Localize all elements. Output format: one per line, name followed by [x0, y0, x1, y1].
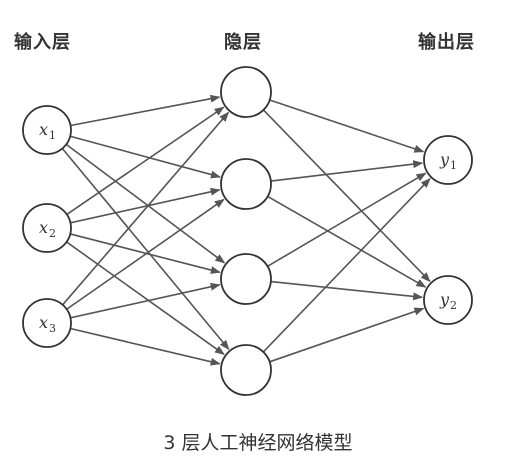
- hidden-layer-label: 隐层: [224, 32, 262, 53]
- output-node-1: [423, 135, 473, 185]
- hidden-node-4: [220, 344, 272, 396]
- edge-input2-hidden2: [70, 187, 221, 224]
- connections-group: [61, 94, 431, 366]
- edge-input1-hidden3: [65, 143, 226, 264]
- input-node-2: [22, 203, 72, 253]
- edge-hidden3-output1: [267, 172, 427, 267]
- edge-hidden4-output2: [269, 307, 425, 363]
- output-node-2: [423, 275, 473, 325]
- input-node-3: [22, 298, 72, 348]
- edge-input2-hidden4: [66, 241, 225, 355]
- edge-hidden1-output1: [269, 99, 425, 153]
- edge-input3-hidden4: [70, 327, 221, 366]
- edge-hidden4-output1: [262, 178, 431, 353]
- edge-input3-hidden3: [70, 282, 221, 319]
- hidden-node-1: [220, 66, 272, 118]
- input-layer-label: 输入层: [14, 32, 71, 53]
- edge-hidden3-output2: [270, 280, 424, 301]
- edge-input1-hidden4: [61, 147, 230, 350]
- hidden-node-2: [220, 158, 272, 210]
- hidden-node-3: [220, 253, 272, 305]
- diagram-caption: 3 层人工神经网络模型: [163, 432, 353, 454]
- input-node-1: [22, 105, 72, 155]
- edge-input2-hidden1: [66, 106, 225, 216]
- edge-input3-hidden1: [62, 111, 230, 306]
- edge-hidden2-output1: [270, 160, 424, 182]
- edge-input3-hidden2: [66, 198, 225, 310]
- edge-input1-hidden1: [70, 94, 221, 127]
- edge-input2-hidden3: [70, 233, 221, 274]
- edge-hidden2-output2: [267, 195, 427, 288]
- edge-input1-hidden2: [69, 135, 221, 179]
- edge-hidden1-output2: [262, 109, 431, 283]
- output-layer-label: 输出层: [418, 32, 475, 53]
